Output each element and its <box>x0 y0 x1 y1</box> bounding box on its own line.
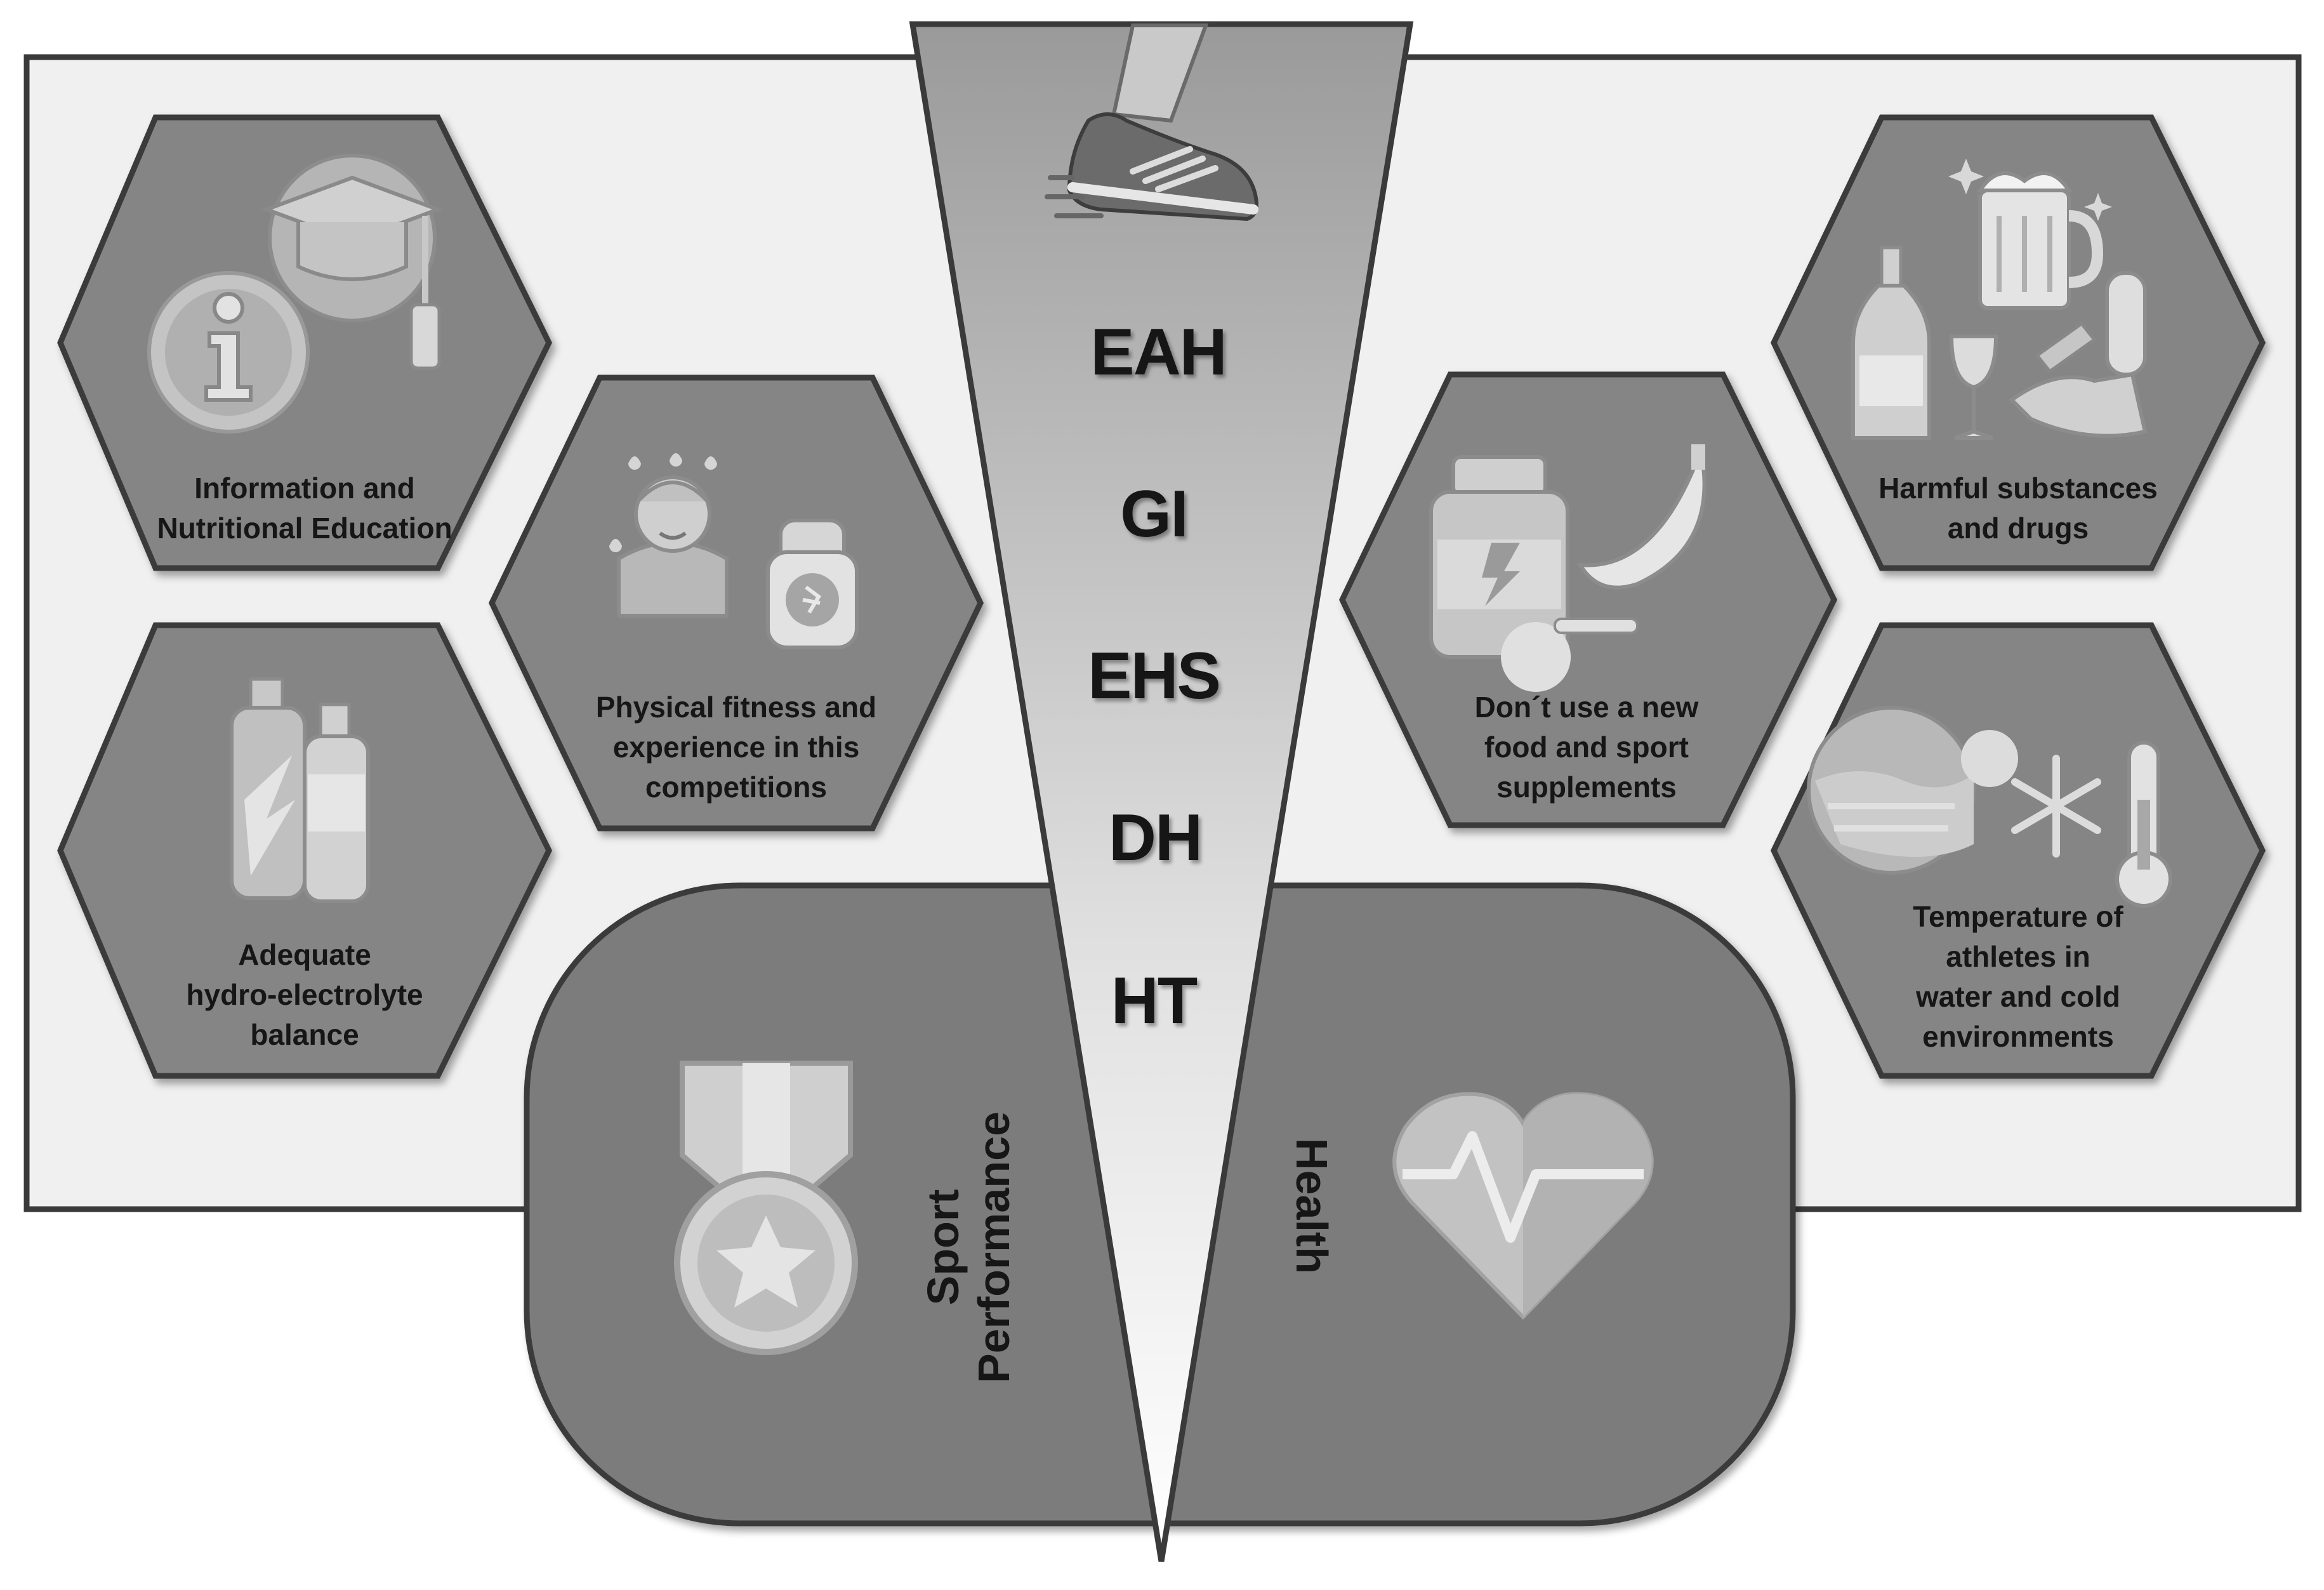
running-shoe-icon <box>1045 23 1259 222</box>
factor-hexagon-physical-fitness: Physical fitness and experience in this … <box>489 374 984 831</box>
outcome-label-line: Health <box>1287 1138 1337 1274</box>
factor-hexagon-temperature: Temperature of athletes in water and col… <box>1771 622 2266 1079</box>
outcome-label-line: Performance <box>969 1111 1019 1383</box>
hex-label-line: food and sport <box>1484 731 1689 764</box>
hex-label-line: environments <box>1922 1020 2114 1053</box>
hex-label-line: supplements <box>1496 771 1677 804</box>
factor-hexagon-harmful-substances: Harmful substances and drugs <box>1771 114 2266 571</box>
hex-label-line: hydro-electrolyte <box>186 978 423 1011</box>
hex-label-line: balance <box>250 1018 359 1051</box>
graduation-cap-info-icon <box>147 154 444 434</box>
abbreviation-list: EAH GI EHS DH HT <box>1088 315 1227 1038</box>
hex-label-line: Adequate <box>238 938 371 971</box>
hex-label-line: experience in this <box>613 731 860 764</box>
hex-label-line: Don´t use a new <box>1475 691 1699 724</box>
abbreviation-dh: DH <box>1109 801 1201 875</box>
factor-hexagon-supplements: Don´t use a new food and sport supplemen… <box>1339 371 1838 828</box>
supplement-jar-banana-icon <box>1429 443 1707 692</box>
heart-pulse-icon <box>1392 1092 1654 1320</box>
abbreviation-ehs: EHS <box>1088 639 1220 713</box>
sweating-athlete-smartwatch-icon <box>609 453 859 649</box>
factor-hexagon-hydro-electrolyte: Adequate hydro-electrolyte balance <box>57 622 553 1079</box>
sport-performance-label: Sport Performance <box>918 1111 1019 1383</box>
hex-label-line: Physical fitness and <box>596 691 876 724</box>
abbreviation-eah: EAH <box>1090 315 1226 389</box>
hex-label-line: Temperature of <box>1913 900 2123 933</box>
medal-icon <box>674 1061 858 1355</box>
hex-label-line: competitions <box>645 771 827 804</box>
hex-label-line: Information and <box>194 472 415 505</box>
sport-drink-bottles-icon <box>230 677 370 903</box>
hex-label-line: athletes in <box>1946 940 2090 973</box>
abbreviation-gi: GI <box>1120 477 1187 551</box>
abbreviation-ht: HT <box>1111 964 1198 1038</box>
hex-label-line: Harmful substances <box>1878 472 2158 505</box>
hex-label-line: and drugs <box>1948 512 2089 545</box>
alcohol-drugs-icon <box>1851 159 2148 440</box>
factor-hexagon-nutritional-education: Information and Nutritional Education <box>57 114 553 571</box>
outcome-label-line: Sport <box>918 1189 968 1306</box>
hex-label-line: water and cold <box>1915 980 2120 1013</box>
health-label: Health <box>1287 1138 1337 1274</box>
hex-label-line: Nutritional Education <box>157 512 452 545</box>
sport-performance-half <box>524 882 1165 1527</box>
cold-water-thermometer-icon <box>1807 706 2172 908</box>
